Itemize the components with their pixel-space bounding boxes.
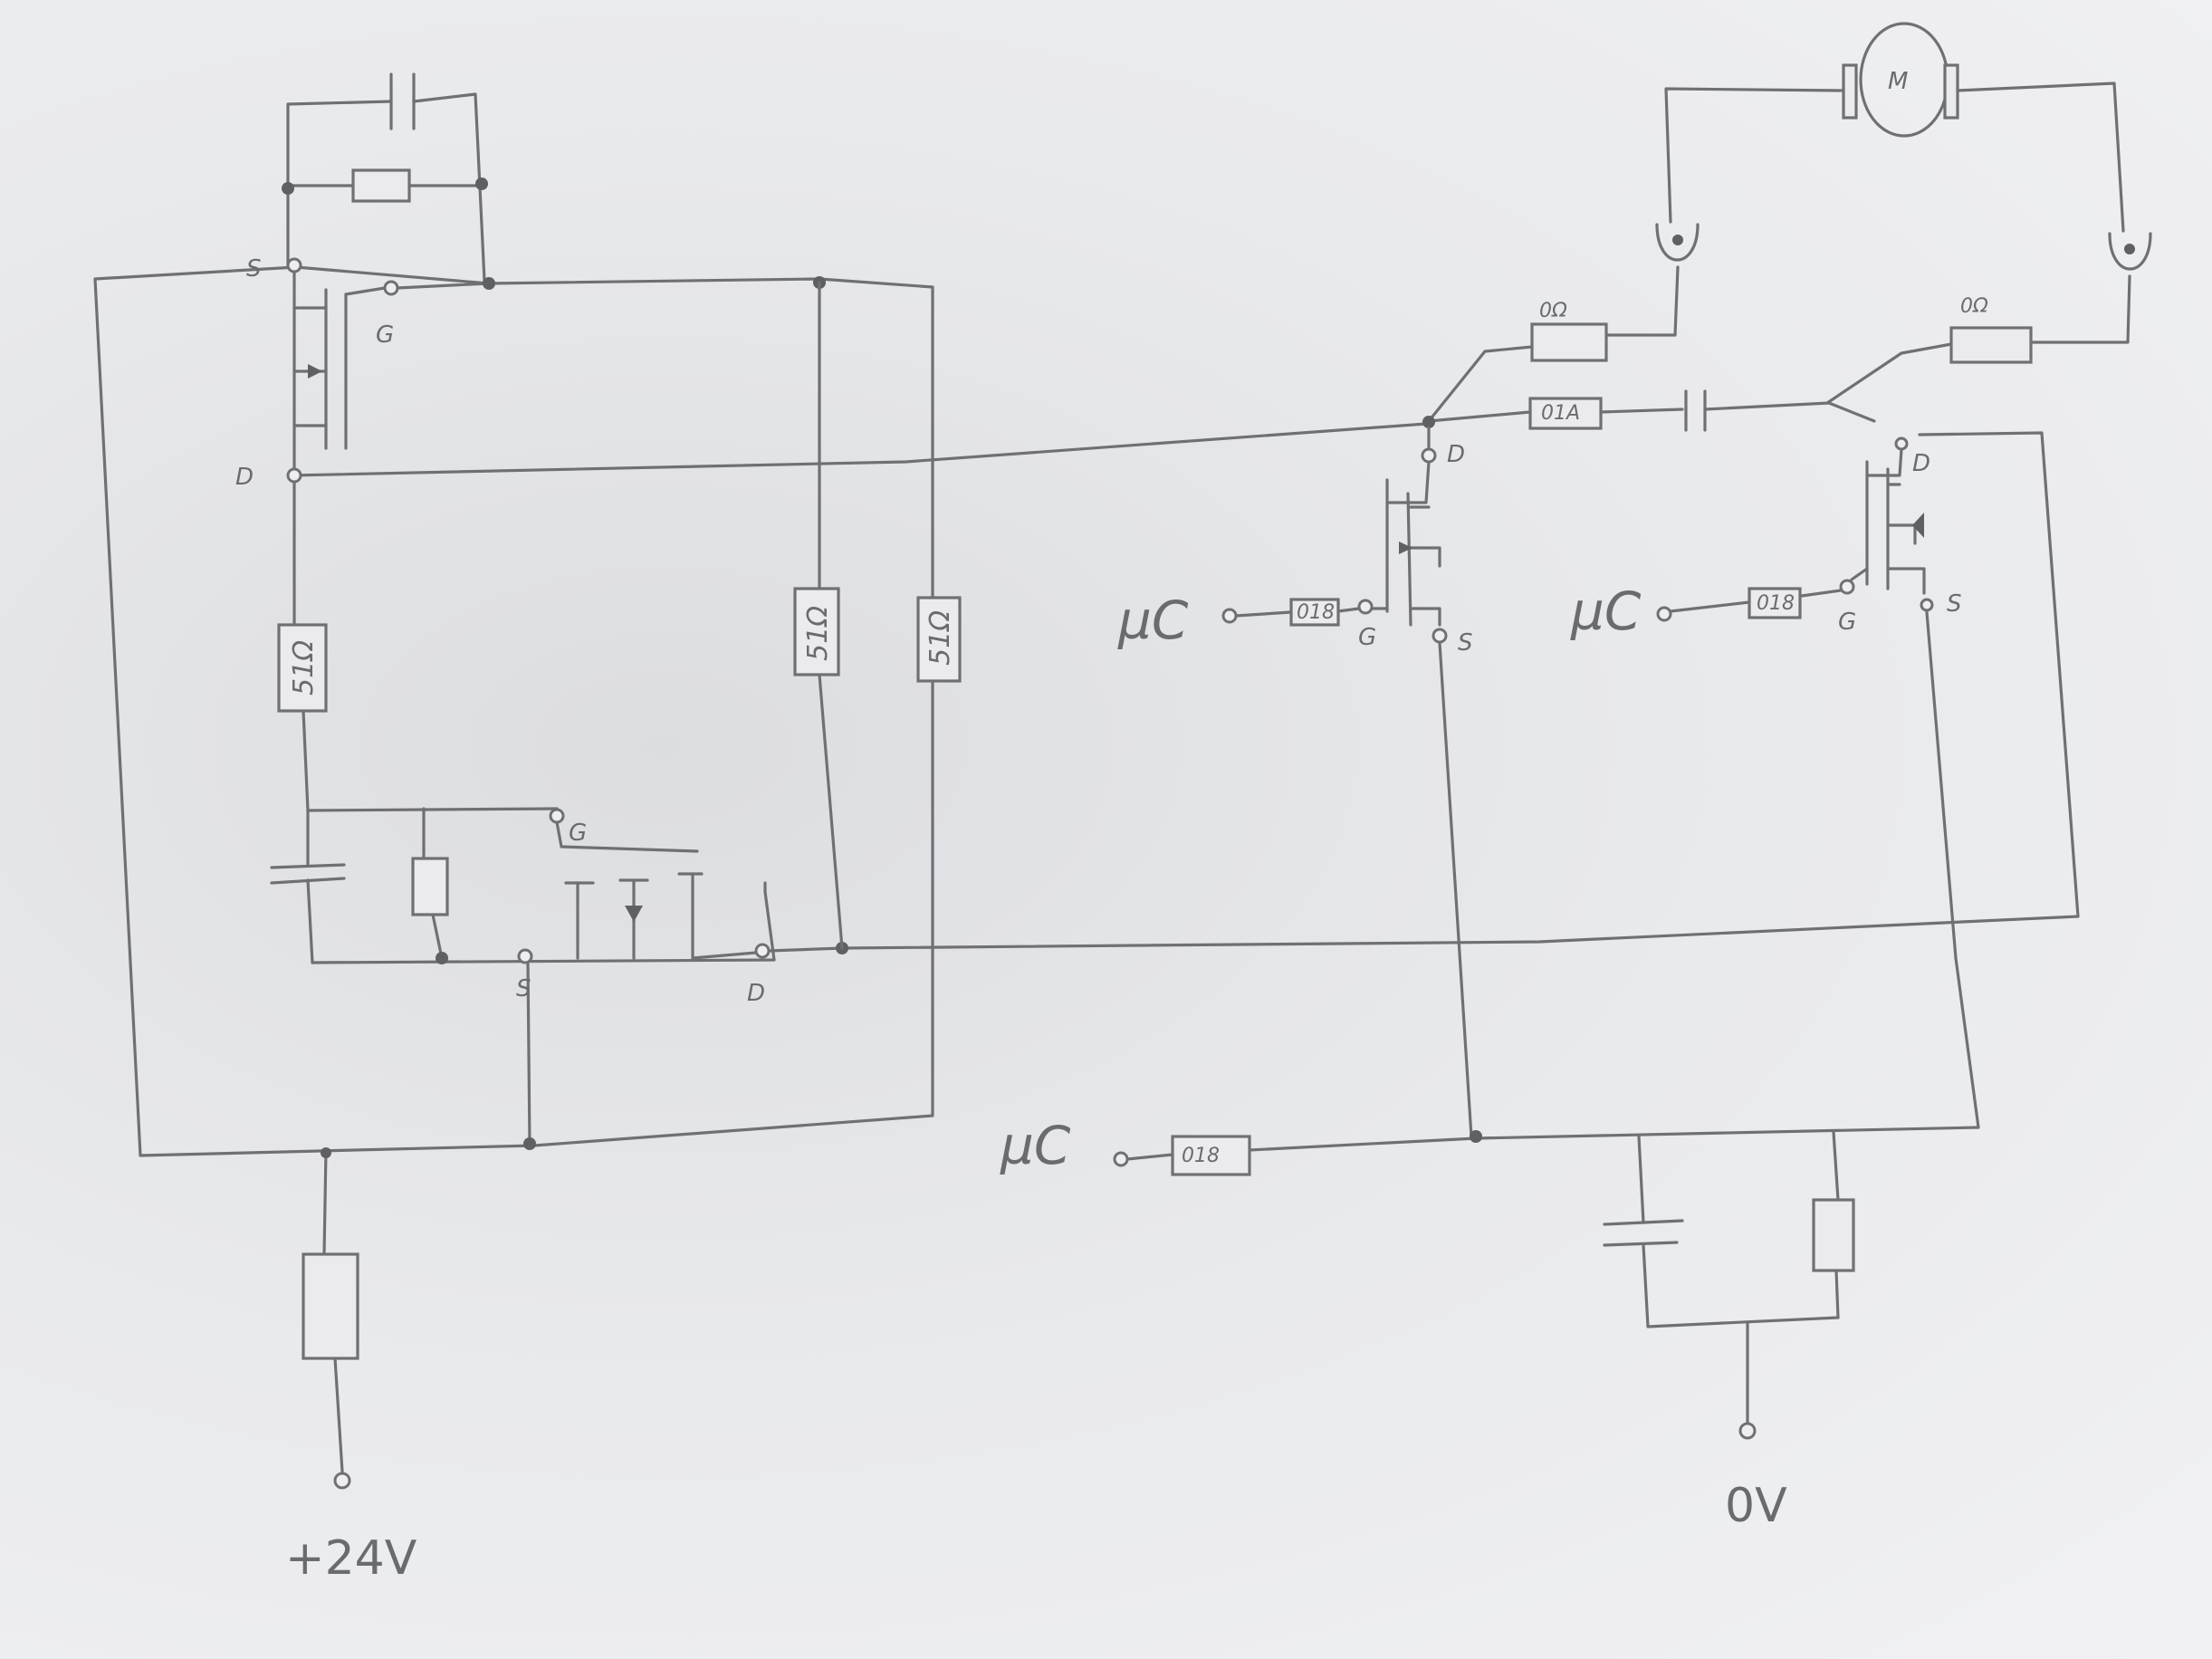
- label-mc-bottom: µC: [1000, 1115, 1071, 1176]
- resistor-51-left: [277, 623, 328, 713]
- label-shunt-left: 0Ω: [1539, 300, 1567, 322]
- label-pin-d-low: D: [747, 980, 765, 1007]
- top-resistor: [351, 168, 411, 203]
- gate-pull-resistor: [411, 857, 449, 916]
- label-pin-g-bridge-right: G: [1838, 609, 1856, 636]
- shunt-resistor-right: [1949, 326, 2033, 364]
- label-fuse-01a: 01A: [1541, 402, 1580, 425]
- label-pin-s-bridge-left: S: [1458, 629, 1473, 657]
- supply-input-resistor: [302, 1252, 359, 1360]
- label-pin-d-bridge-right: D: [1912, 450, 1930, 477]
- label-res-51-mid: 51Ω: [802, 606, 834, 661]
- label-pin-g-high: G: [376, 321, 394, 349]
- label-pin-g-bridge-left: G: [1358, 624, 1376, 651]
- label-res-51-right: 51Ω: [924, 610, 956, 666]
- label-pin-d-bridge-left: D: [1447, 441, 1465, 468]
- label-motor: M: [1888, 68, 1908, 95]
- left-high-side-section: [93, 72, 2080, 1490]
- label-mc-right: µC: [1570, 580, 1642, 642]
- resistor-51-mid: [793, 587, 840, 676]
- label-pin-g-low: G: [569, 820, 587, 847]
- resistor-51-right: [916, 596, 962, 683]
- schematic-labels: S G D 51Ω 51Ω 51Ω G S D +24V 0V M 0Ω 0Ω …: [235, 68, 1988, 1586]
- shunt-resistor-left: [1530, 322, 1608, 362]
- label-pin-s-bridge-right: S: [1947, 590, 1962, 618]
- label-supply-gnd: 0V: [1725, 1479, 1787, 1533]
- label-pin-s-high: S: [246, 255, 262, 283]
- label-res-51-left: 51Ω: [288, 640, 320, 695]
- label-gate-res-right: 018: [1757, 592, 1795, 615]
- motor-brush-right: [1943, 63, 1959, 120]
- label-shunt-right: 0Ω: [1960, 295, 1988, 318]
- label-sense-res: 018: [1182, 1145, 1220, 1167]
- label-mc-left: µC: [1117, 590, 1189, 651]
- label-gate-res-left: 018: [1297, 601, 1335, 624]
- output-resistor: [1812, 1198, 1855, 1272]
- right-motor-section: [1113, 22, 2152, 1440]
- motor-brush-left: [1842, 63, 1858, 120]
- label-pin-s-low: S: [516, 975, 531, 1002]
- label-supply-pos: +24V: [285, 1531, 417, 1586]
- label-pin-d-high: D: [235, 464, 254, 491]
